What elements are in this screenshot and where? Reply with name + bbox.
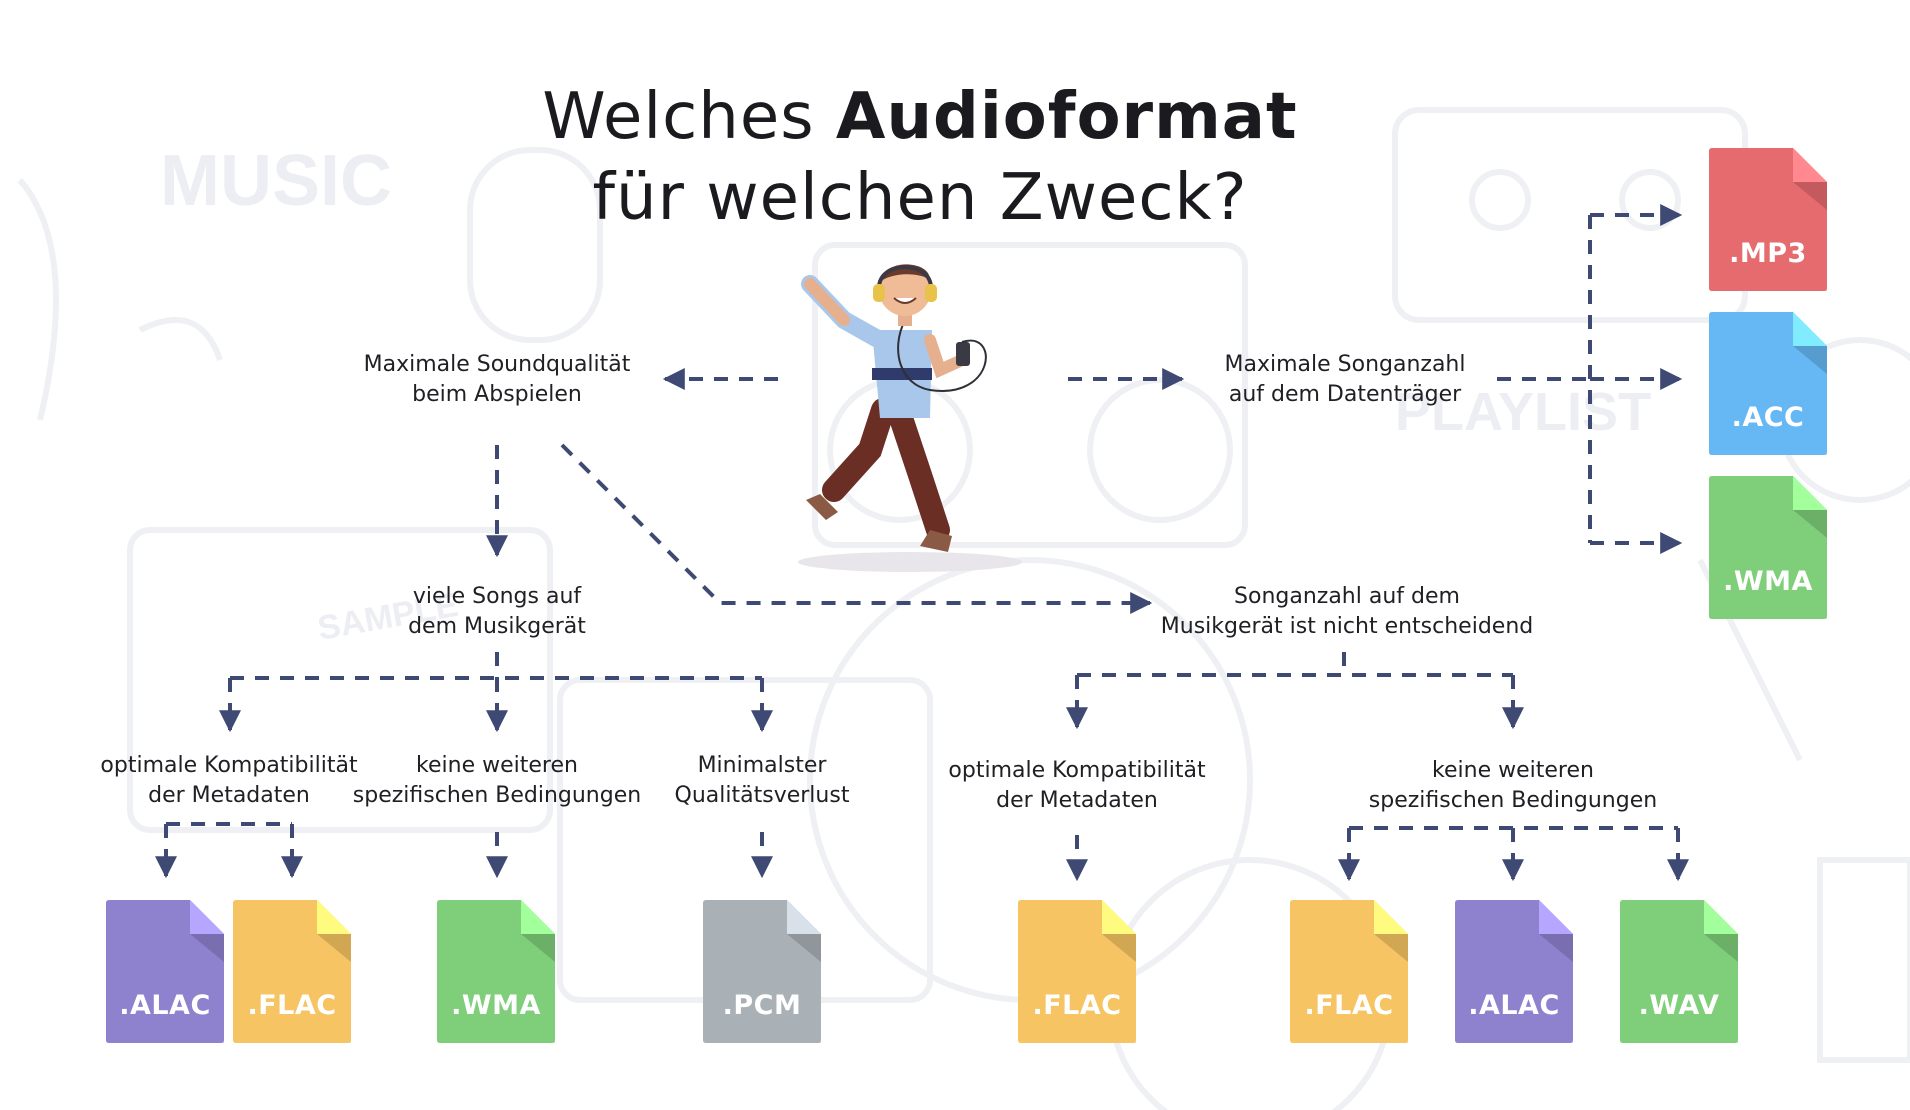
file-fold — [521, 900, 555, 934]
node-no-conditions-right: keine weiteren spezifischen Bedingungen — [1368, 758, 1658, 813]
node-max-sound-quality: Maximale Soundqualität beim Abspielen — [363, 352, 631, 407]
file-fold — [317, 900, 351, 934]
file-fold-shadow — [521, 934, 555, 962]
file-icon-flac: .FLAC — [1290, 900, 1408, 1043]
file-fold-shadow — [1374, 934, 1408, 962]
file-icon-flac: .FLAC — [233, 900, 351, 1043]
file-icon-wav: .WAV — [1620, 900, 1738, 1043]
file-fold-shadow — [1793, 182, 1827, 210]
file-icon-acc: .ACC — [1709, 312, 1827, 455]
file-icon-alac: .ALAC — [1455, 900, 1573, 1043]
node-minimal-quality-loss: Minimalster Qualitätsverlust — [674, 753, 850, 808]
file-fold — [1793, 148, 1827, 182]
file-shape — [1709, 312, 1827, 455]
file-shape — [1290, 900, 1408, 1043]
file-icon-wma: .WMA — [1709, 476, 1827, 619]
file-icon-wma: .WMA — [437, 900, 555, 1043]
file-fold-shadow — [1102, 934, 1136, 962]
node-metadata-compat-left: optimale Kompatibilität der Metadaten — [100, 753, 358, 808]
node-max-song-count: Maximale Songanzahl auf dem Datenträger — [1224, 352, 1466, 407]
file-shape — [1620, 900, 1738, 1043]
file-fold-shadow — [1704, 934, 1738, 962]
file-fold-shadow — [317, 934, 351, 962]
title-line-1: Welches Audioformat — [0, 85, 1840, 149]
file-fold — [1793, 476, 1827, 510]
file-fold — [1793, 312, 1827, 346]
dancing-person-illustration — [798, 264, 1022, 572]
svg-text:PLAYLIST: PLAYLIST — [1395, 382, 1651, 442]
file-fold — [1539, 900, 1573, 934]
node-many-songs: viele Songs auf dem Musikgerät — [408, 584, 586, 639]
file-fold — [1704, 900, 1738, 934]
node-song-count-irrelevant: Songanzahl auf dem Musikgerät ist nicht … — [1160, 584, 1534, 639]
title-regular: Welches — [542, 80, 836, 154]
svg-text:MUSIC: MUSIC — [160, 141, 392, 221]
node-metadata-compat-right: optimale Kompatibilität der Metadaten — [948, 758, 1206, 813]
file-shape — [1709, 476, 1827, 619]
file-icon-flac: .FLAC — [1018, 900, 1136, 1043]
file-fold — [1102, 900, 1136, 934]
file-fold-shadow — [1793, 346, 1827, 374]
file-fold-shadow — [1539, 934, 1573, 962]
file-fold-shadow — [1793, 510, 1827, 538]
file-shape — [703, 900, 821, 1043]
file-shape — [437, 900, 555, 1043]
file-shape — [1018, 900, 1136, 1043]
node-no-conditions-left: keine weiteren spezifischen Bedingungen — [352, 753, 642, 808]
file-fold-shadow — [787, 934, 821, 962]
file-fold — [1374, 900, 1408, 934]
file-fold — [787, 900, 821, 934]
file-icon-alac: .ALAC — [106, 900, 224, 1043]
file-shape — [106, 900, 224, 1043]
title-line-2: für welchen Zweck? — [592, 161, 1248, 235]
file-shape — [233, 900, 351, 1043]
file-shape — [1709, 148, 1827, 291]
title-bold: Audioformat — [835, 80, 1298, 154]
file-fold — [190, 900, 224, 934]
file-fold-shadow — [190, 934, 224, 962]
file-icon-mp3: .MP3 — [1709, 148, 1827, 291]
file-shape — [1455, 900, 1573, 1043]
file-icon-pcm: .PCM — [703, 900, 821, 1043]
